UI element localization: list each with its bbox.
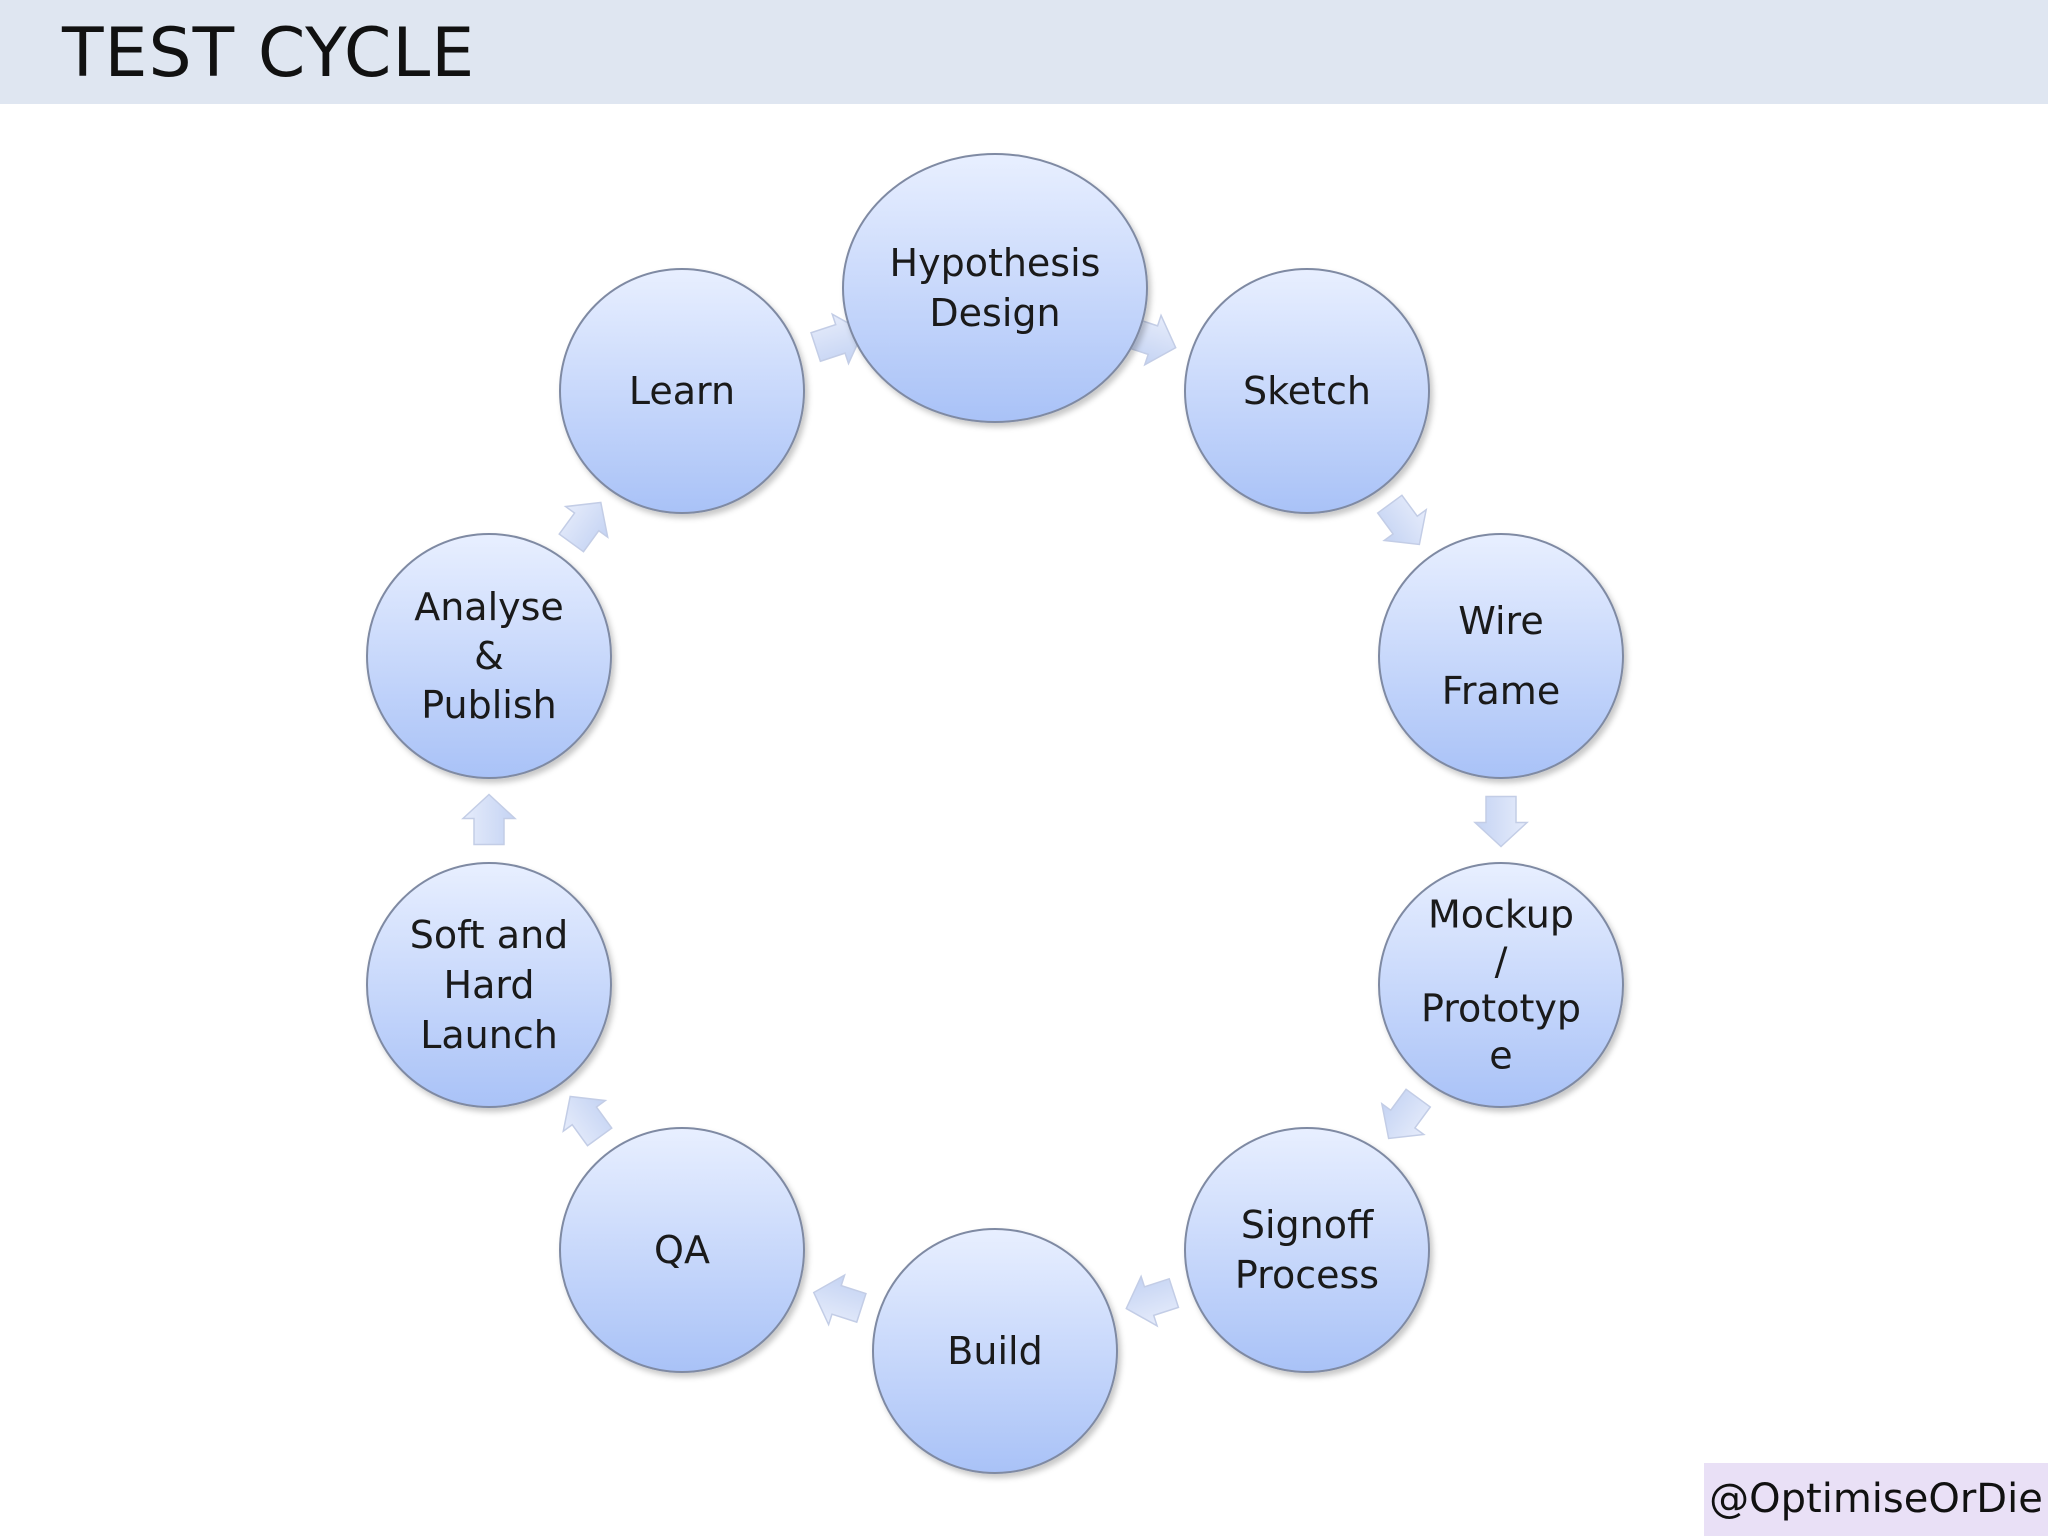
cycle-node-build: Build bbox=[872, 1228, 1118, 1474]
cycle-node-label: e bbox=[1489, 1034, 1512, 1078]
header-bar bbox=[0, 0, 2048, 104]
cycle-node-circle bbox=[1378, 533, 1624, 779]
watermark: @OptimiseOrDie bbox=[1704, 1463, 2048, 1536]
cycle-node-learn: Learn bbox=[559, 268, 805, 514]
cycle-node-label: Learn bbox=[629, 369, 735, 413]
nodes-layer: HypothesisDesignSketchWireFrameMockup/Pr… bbox=[366, 153, 1624, 1474]
cycle-arrow bbox=[812, 1273, 867, 1327]
cycle-node-circle bbox=[1184, 1127, 1430, 1373]
cycle-arrow bbox=[461, 793, 517, 846]
cycle-node-sketch: Sketch bbox=[1184, 268, 1430, 514]
cycle-node-label: Process bbox=[1235, 1253, 1379, 1297]
cycle-node-label: Launch bbox=[420, 1013, 558, 1057]
cycle-node-label: Wire bbox=[1458, 599, 1543, 643]
cycle-node-label: Analyse bbox=[414, 585, 564, 629]
cycle-arrow bbox=[1125, 1274, 1180, 1328]
cycle-node-circle bbox=[559, 268, 805, 514]
cycle-arrow bbox=[562, 1095, 613, 1147]
cycle-arrow bbox=[1380, 1088, 1432, 1140]
cycle-node-label: Build bbox=[947, 1329, 1042, 1373]
cycle-node-circle bbox=[366, 533, 612, 779]
cycle-arrow bbox=[1376, 494, 1428, 546]
cycle-node-circle bbox=[1378, 862, 1624, 1108]
cycle-node-label: Mockup bbox=[1428, 893, 1574, 937]
arrows-layer bbox=[461, 312, 1529, 1328]
cycle-node-label: Publish bbox=[421, 683, 556, 727]
cycle-node-analyse-publish: Analyse & Publish bbox=[366, 533, 612, 779]
cycle-node-circle bbox=[366, 862, 612, 1108]
cycle-node-label: Sketch bbox=[1243, 369, 1371, 413]
cycle-node-label: Frame bbox=[1442, 669, 1560, 713]
cycle-node-label: Hard bbox=[444, 963, 535, 1007]
cycle-node-label: Prototyp bbox=[1421, 987, 1581, 1031]
page-title: TEST CYCLE bbox=[62, 14, 476, 93]
cycle-node-label: Soft and bbox=[410, 913, 569, 957]
cycle-arrow bbox=[558, 501, 609, 553]
cycle-node-label: / bbox=[1495, 940, 1508, 984]
cycle-node-label: & bbox=[474, 634, 504, 678]
cycle-arrow bbox=[1473, 795, 1529, 848]
cycle-node-circle bbox=[1184, 268, 1430, 514]
cycle-node-label: Hypothesis bbox=[890, 241, 1101, 285]
cycle-node-label: Design bbox=[929, 291, 1060, 335]
cycle-node-label: QA bbox=[654, 1228, 710, 1272]
cycle-node-qa: QA bbox=[559, 1127, 805, 1373]
cycle-node-label: Signoff bbox=[1241, 1203, 1374, 1247]
cycle-node-circle bbox=[842, 153, 1148, 423]
cycle-node-circle bbox=[559, 1127, 805, 1373]
cycle-node-circle bbox=[872, 1228, 1118, 1474]
